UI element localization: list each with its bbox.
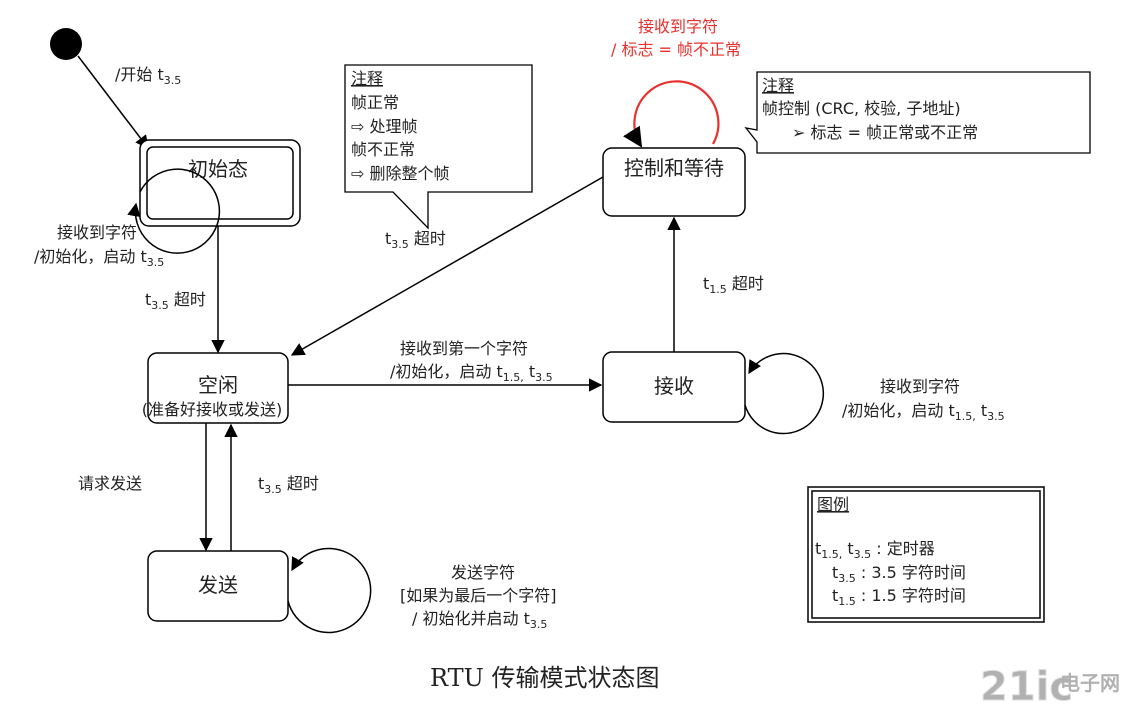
- receive-self-label-1: 接收到字符: [880, 377, 960, 396]
- send-self-label-1: 发送字符: [451, 563, 515, 582]
- receive-self-label-2: /初始化，启动 t1.5, t3.5: [842, 401, 1005, 423]
- legend-box: 图例 t1.5, t3.5 : 定时器 t3.5 : 3.5 字符时间 t1.5…: [807, 486, 1045, 623]
- note2-box: [744, 71, 1091, 154]
- note1-box: [344, 64, 533, 230]
- idle-to-receive-label-1: 接收到第一个字符: [400, 339, 528, 358]
- note1-line-3: 帧不正常: [351, 140, 415, 159]
- state-init-label: 初始态: [188, 157, 248, 181]
- note1-line-1: 帧正常: [351, 93, 399, 112]
- diagram-caption: RTU 传输模式状态图: [430, 664, 660, 692]
- legend-line-3: t1.5 : 1.5 字符时间: [832, 586, 966, 608]
- state-init: 初始态: [139, 139, 301, 227]
- state-idle: 空闲 (准备好接收或发送): [142, 352, 289, 424]
- note-timeout-label: t3.5 超时: [385, 229, 446, 251]
- control-self-label-2: / 标志 = 帧不正常: [611, 40, 741, 59]
- watermark-text: 电子网: [1060, 671, 1120, 695]
- state-idle-sublabel: (准备好接收或发送): [142, 400, 283, 419]
- init-self-label-1: 接收到字符: [57, 223, 137, 242]
- legend-line-2: t3.5 : 3.5 字符时间: [832, 563, 966, 585]
- start-arrow: [77, 55, 149, 150]
- send-self-loop: [287, 547, 372, 634]
- idle-to-receive-label-2: /初始化，启动 t1.5, t3.5: [390, 362, 553, 384]
- state-control: 控制和等待: [602, 147, 746, 217]
- start-node: [50, 28, 82, 60]
- send-self-label-3: / 初始化并启动 t3.5: [412, 609, 547, 631]
- request-send-label: 请求发送: [78, 474, 142, 493]
- legend-title: 图例: [817, 495, 849, 514]
- state-send-label: 发送: [198, 573, 238, 597]
- control-self-loop: [623, 80, 720, 148]
- state-send: 发送: [147, 550, 289, 622]
- send-self-label-2: [如果为最后一个字符]: [400, 586, 557, 605]
- control-self-label-1: 接收到字符: [638, 17, 718, 36]
- note2-title: 注释: [762, 76, 794, 95]
- note2-line-1: 帧控制 (CRC, 校验, 子地址): [762, 99, 961, 118]
- watermark-brand: 21ic: [980, 664, 1073, 707]
- state-receive: 接收: [602, 351, 746, 423]
- init-self-label-2: /初始化，启动 t3.5: [34, 247, 164, 269]
- note2-line-2: ➢ 标志 = 帧正常或不正常: [792, 123, 978, 142]
- send-to-idle-label: t3.5 超时: [258, 474, 319, 496]
- note1-line-4: ⇨ 删除整个帧: [351, 164, 450, 183]
- legend-line-1: t1.5, t3.5 : 定时器: [815, 539, 935, 561]
- note1-line-2: ⇨ 处理帧: [351, 117, 418, 136]
- start-label: /开始 t3.5: [115, 65, 181, 87]
- state-receive-label: 接收: [654, 374, 694, 398]
- watermark: 21ic 电子网: [980, 664, 1121, 707]
- state-idle-label: 空闲: [198, 373, 238, 397]
- state-control-label: 控制和等待: [624, 156, 724, 180]
- receive-self-loop: [744, 352, 825, 435]
- init-self-loop: [127, 168, 221, 254]
- init-to-idle-label: t3.5 超时: [145, 290, 206, 312]
- receive-to-control-label: t1.5 超时: [703, 274, 764, 296]
- note1-title: 注释: [351, 69, 383, 88]
- control-to-idle-arrow: [290, 176, 604, 356]
